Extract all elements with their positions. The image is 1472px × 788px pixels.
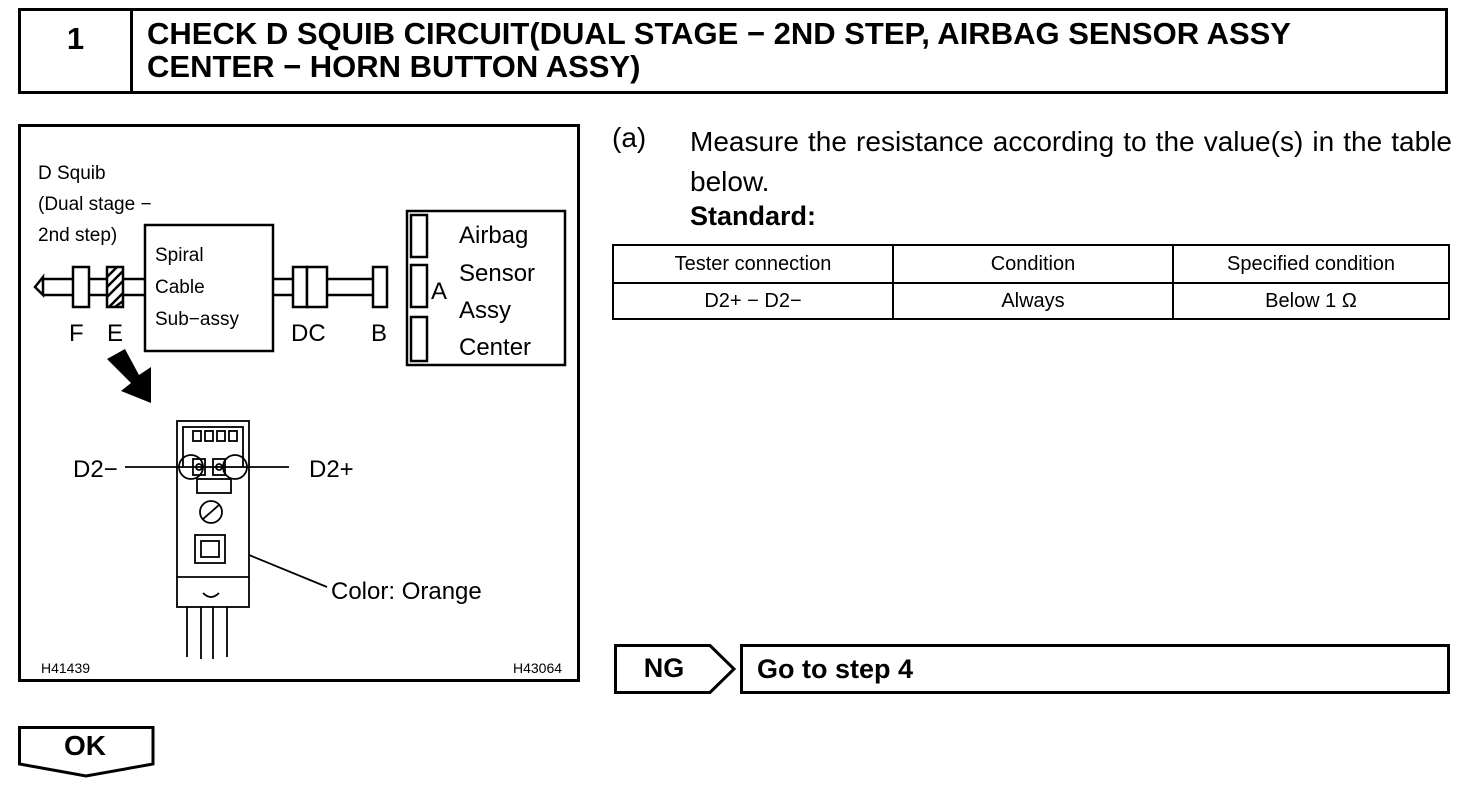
col-specified-condition: Specified condition xyxy=(1172,244,1450,284)
standard-label: Standard: xyxy=(690,201,817,231)
ok-result-tag: OK xyxy=(18,726,156,778)
ng-arrow-shape xyxy=(614,644,736,694)
col-condition: Condition xyxy=(892,244,1174,284)
squib-plug-tip xyxy=(33,273,45,299)
connector-detail xyxy=(125,420,328,659)
step-header: 1 CHECK D SQUIB CIRCUIT(DUAL STAGE − 2ND… xyxy=(18,8,1448,94)
ng-result-tag: NG xyxy=(614,644,736,694)
figure-code-right: H43064 xyxy=(513,660,562,676)
squib-label-dual: (Dual stage − xyxy=(38,194,152,215)
arrow-down-icon xyxy=(107,349,151,403)
cell-condition: Always xyxy=(892,282,1174,320)
circuit-diagram: D Squib (Dual stage − 2nd step) Spiral C… xyxy=(33,163,567,676)
table-header-row: Tester connection Condition Specified co… xyxy=(612,244,1450,284)
sensor-label-4: Center xyxy=(459,334,531,361)
connector-b-label: B xyxy=(371,320,387,347)
connector-dc-2 xyxy=(305,265,329,309)
connector-f xyxy=(71,265,91,309)
ng-label: NG xyxy=(643,652,685,683)
connector-e-label: E xyxy=(107,320,123,347)
step-number: 1 xyxy=(21,11,133,91)
table-row: D2+ − D2− Always Below 1 Ω xyxy=(612,282,1450,320)
squib-label: D Squib xyxy=(38,163,106,184)
connector-f-label: F xyxy=(69,320,84,347)
connector-dc-label: DC xyxy=(291,320,326,347)
connector-b xyxy=(371,265,389,309)
spec-table: Tester connection Condition Specified co… xyxy=(612,244,1450,320)
spiral-cable-box xyxy=(143,223,275,353)
sensor-label-1: Airbag xyxy=(459,222,528,249)
instruction-text: Measure the resistance according to the … xyxy=(690,126,1452,197)
airbag-sensor-box xyxy=(405,209,567,367)
spiral-label-3: Sub−assy xyxy=(155,309,239,330)
figure-code-left: H41439 xyxy=(41,660,90,676)
squib-label-step: 2nd step) xyxy=(38,225,117,246)
col-tester-connection: Tester connection xyxy=(612,244,894,284)
terminal-plus-label: D2+ xyxy=(309,456,354,483)
connector-dc-1 xyxy=(291,265,309,309)
ok-arrow-shape xyxy=(18,726,155,778)
terminal-minus-label: D2− xyxy=(73,456,118,483)
instruction-label: (a) xyxy=(612,122,647,153)
sensor-label-3: Assy xyxy=(459,297,511,324)
go-to-step-text: Go to step 4 xyxy=(757,654,914,684)
step-title-line1: CHECK D SQUIB CIRCUIT(DUAL STAGE − 2ND S… xyxy=(147,16,1291,51)
ok-label: OK xyxy=(64,730,106,761)
spiral-label-2: Cable xyxy=(155,277,205,298)
wiring-figure: D Squib (Dual stage − 2nd step) Spiral C… xyxy=(18,124,580,682)
step-title: CHECK D SQUIB CIRCUIT(DUAL STAGE − 2ND S… xyxy=(147,17,1437,83)
color-note: Color: Orange xyxy=(331,578,482,605)
step-title-line2: CENTER − HORN BUTTON ASSY) xyxy=(147,49,641,84)
sensor-label-2: Sensor xyxy=(459,260,535,287)
cell-specified-condition: Below 1 Ω xyxy=(1172,282,1450,320)
ng-action-box: Go to step 4 xyxy=(740,644,1450,694)
cell-tester-connection: D2+ − D2− xyxy=(612,282,894,320)
connector-a-label: A xyxy=(431,278,447,305)
spiral-label-1: Spiral xyxy=(155,245,204,266)
